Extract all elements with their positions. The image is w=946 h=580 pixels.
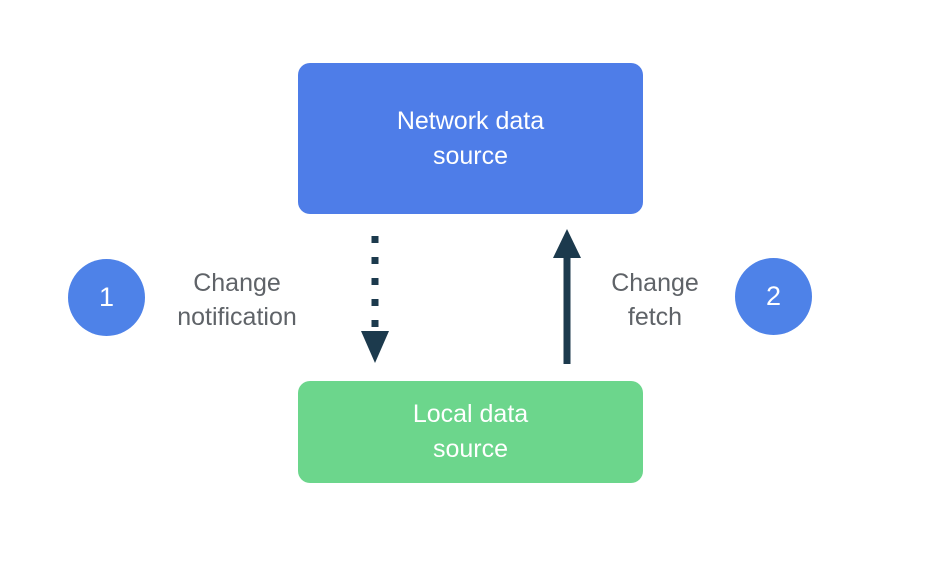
local-data-source-node: Local data source	[298, 381, 643, 483]
change-fetch-label: Change fetch	[611, 269, 699, 331]
step-2-badge: 2	[735, 258, 812, 335]
step-1-badge: 1	[68, 259, 145, 336]
local-data-source-label: Local data source	[412, 400, 529, 463]
change-notification-arrow-icon	[361, 236, 389, 363]
change-fetch-arrow-icon	[553, 229, 581, 364]
change-notification-label: Change notification	[177, 269, 297, 331]
network-data-source-node: Network data source	[298, 63, 643, 214]
network-data-source-label: Network data source	[396, 106, 545, 170]
step-1-number: 1	[98, 282, 115, 312]
step-2-number: 2	[765, 281, 782, 311]
